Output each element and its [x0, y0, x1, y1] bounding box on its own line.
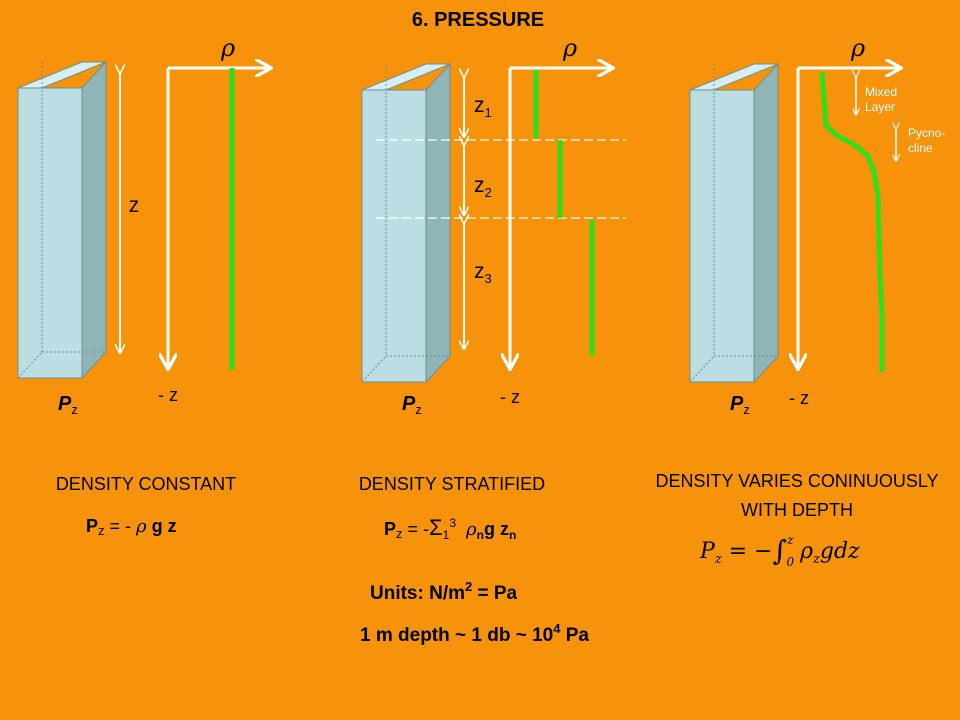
- rho-axis-label-2: ρ: [562, 34, 577, 62]
- pz-label-1: Pz: [58, 393, 78, 417]
- layer-label-z2: z2: [474, 174, 492, 200]
- caption-density-constant: DENSITY CONSTANT: [56, 474, 236, 494]
- equation-constant: Pz = - ρ g z: [86, 516, 177, 538]
- neg-z-axis-label-2: - z: [500, 387, 520, 407]
- neg-z-axis-label-3: - z: [789, 388, 809, 408]
- water-column-1: [17, 60, 107, 380]
- depth-label: z: [129, 194, 140, 217]
- layer-boundaries: [376, 139, 626, 219]
- caption-density-stratified: DENSITY STRATIFIED: [359, 474, 545, 494]
- water-column-3: [689, 62, 779, 384]
- units-line: Units: N/m2 = Pa: [370, 579, 518, 604]
- pz-label-3: Pz: [730, 393, 750, 417]
- axes-3: [798, 68, 900, 368]
- pz-label-2: Pz: [402, 393, 422, 417]
- layer-label-z1: z1: [474, 94, 492, 120]
- neg-z-axis-label-1: - z: [158, 385, 178, 405]
- density-profile-3: [819, 71, 885, 372]
- layer-label-z3: z3: [474, 260, 492, 286]
- water-column-2: [361, 62, 451, 384]
- axes-2: [510, 68, 612, 368]
- density-profile-2: [533, 70, 595, 356]
- rho-axis-label-1: ρ: [220, 34, 235, 62]
- panel-density-constant: z ρ - z Pz DENSITY CONSTANT Pz = - ρ g z: [17, 34, 270, 538]
- page-title: 6. PRESSURE: [412, 9, 544, 31]
- axes-1: [168, 68, 270, 368]
- depth-conversion-line: 1 m depth ~ 1 db ~ 104 Pa: [360, 621, 589, 646]
- panel-density-stratified: z1 z2 z3 ρ - z Pz DENSITY STRATIFIED Pz …: [359, 34, 626, 542]
- caption-density-continuous-2: WITH DEPTH: [741, 500, 853, 520]
- pycnocline-label: Pycno-cline: [908, 126, 945, 155]
- rho-axis-label-3: ρ: [850, 34, 865, 62]
- caption-density-continuous-1: DENSITY VARIES CONINUOUSLY: [655, 471, 938, 491]
